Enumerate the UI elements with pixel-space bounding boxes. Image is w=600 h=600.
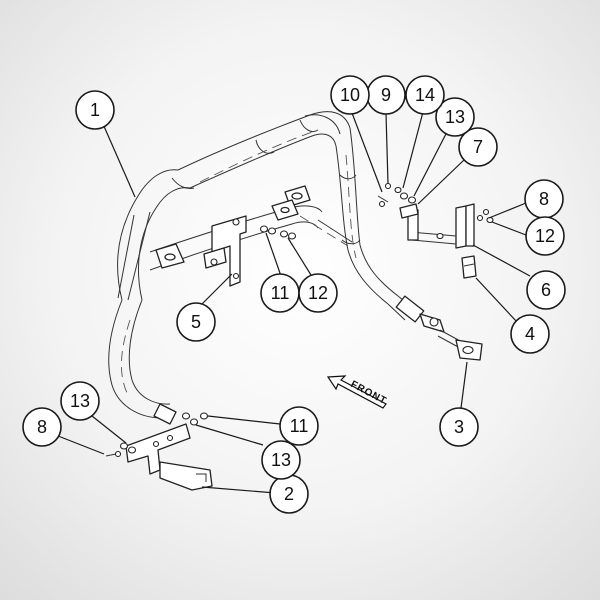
callout-14: 14 [405,75,445,115]
callout-1-label: 1 [90,100,100,120]
upper-right-bracket-part [399,203,475,249]
callout-5: 5 [176,302,216,342]
callout-5-label: 5 [191,312,201,332]
callout-2: 2 [269,474,309,514]
callout-14-label: 14 [415,85,435,105]
callout-7-label: 7 [473,137,483,157]
center-washer-nut-set [259,225,297,240]
callout-13-lower-label: 13 [271,450,291,470]
callout-3: 3 [439,407,479,447]
callout-9: 9 [366,75,406,115]
callout-4-label: 4 [525,324,535,344]
callout-1: 1 [75,90,115,130]
callout-8-right-label: 8 [539,189,549,209]
callout-13-upper-right: 13 [435,97,475,137]
callout-11-lower-label: 11 [290,416,309,436]
callout-11-center: 11 [260,273,300,313]
callout-6: 6 [526,270,566,310]
callout-13-upper-right-label: 13 [445,107,465,127]
leader-lines [52,111,531,494]
callout-8-left: 8 [22,407,62,447]
callout-4: 4 [510,314,550,354]
right-tab-part [461,255,477,279]
callout-11-center-label: 11 [271,283,290,303]
callout-10: 10 [330,75,370,115]
callout-13-left-label: 13 [70,391,90,411]
left-lower-hardware-set [105,412,209,458]
callout-6-label: 6 [541,280,551,300]
callout-12-center-label: 12 [308,283,328,303]
callout-3-label: 3 [454,417,464,437]
callout-8-left-label: 8 [37,417,47,437]
right-lower-mount-part [419,313,483,361]
upper-right-hardware-set [377,182,494,224]
front-arrow-icon [326,375,387,409]
callout-12-right-label: 12 [535,226,555,246]
callout-13-lower: 13 [261,440,301,480]
callout-7: 7 [458,127,498,167]
callout-9-label: 9 [381,85,391,105]
callout-2-label: 2 [284,484,294,504]
left-lower-bracket-part [125,423,213,491]
main-tube-assembly [108,111,425,425]
callout-12-center: 12 [298,273,338,313]
callout-12-right: 12 [525,216,565,256]
callout-8-right: 8 [524,179,564,219]
callout-13-left: 13 [60,381,100,421]
callout-11-lower: 11 [279,406,319,446]
center-bracket-part [203,215,247,287]
callout-10-label: 10 [340,85,360,105]
